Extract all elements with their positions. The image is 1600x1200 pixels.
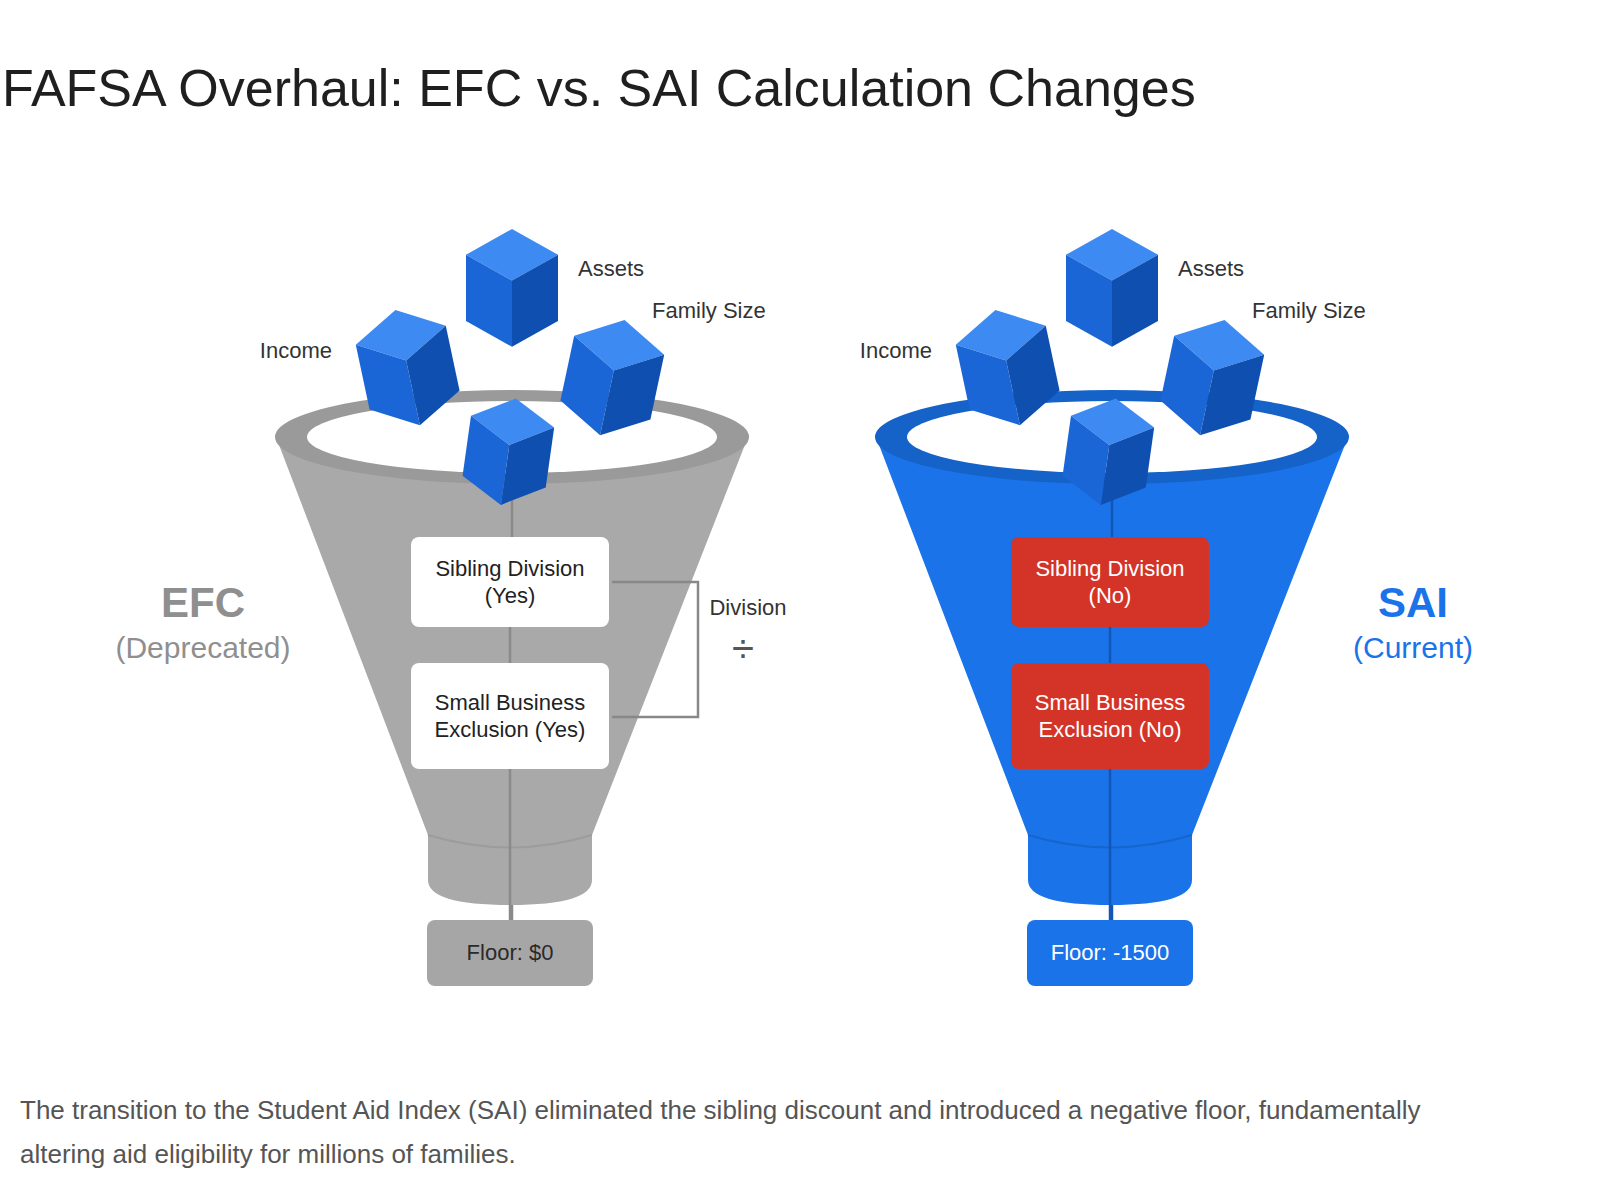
node-text: Small Business Exclusion (Yes) [425, 689, 595, 744]
process-box: Small Business Exclusion (Yes) [411, 663, 609, 769]
input-label: Assets [578, 256, 644, 282]
cube-face [466, 255, 512, 347]
cube-face [600, 345, 664, 445]
cube-face [1001, 326, 1065, 426]
node-text: Small Business Exclusion (No) [1025, 689, 1195, 744]
cube-icon [950, 300, 1064, 434]
cube-icon [1066, 229, 1158, 347]
cube-face [1112, 255, 1158, 347]
caption-text: The transition to the Student Aid Index … [20, 1088, 1460, 1176]
data-cubes [350, 229, 1269, 511]
input-label: Family Size [1252, 298, 1366, 324]
input-label: Income [860, 338, 932, 364]
cube-face [512, 255, 558, 347]
cube-icon [466, 229, 558, 347]
input-label: Family Size [652, 298, 766, 324]
efc-funnel [275, 390, 749, 920]
cube-face [356, 335, 420, 435]
node-text: Sibling Division (Yes) [425, 555, 595, 610]
sai-funnel [875, 390, 1349, 920]
cube-icon [1059, 393, 1157, 511]
floor-box: Floor: $0 [427, 920, 593, 986]
cube-face [1101, 422, 1154, 511]
cube-face [1066, 255, 1112, 347]
cube-face [401, 326, 465, 426]
cube-icon [555, 310, 669, 444]
cube-icon [459, 393, 557, 511]
flow-line [509, 769, 512, 920]
input-label: Assets [1178, 256, 1244, 282]
cube-icon [1155, 310, 1269, 444]
flow-line [1109, 627, 1112, 663]
division-symbol: ÷ [732, 624, 754, 672]
process-box: Small Business Exclusion (No) [1011, 663, 1209, 769]
method-label: SAI [1378, 578, 1448, 628]
input-label: Income [260, 338, 332, 364]
diagram-title: FAFSA Overhaul: EFC vs. SAI Calculation … [2, 58, 1196, 118]
cube-face [501, 422, 554, 511]
flow-line [1109, 769, 1112, 920]
status-label: (Current) [1353, 630, 1473, 666]
method-label: EFC [161, 578, 245, 628]
node-text: Sibling Division (No) [1025, 555, 1195, 610]
node-text: Floor: -1500 [1051, 939, 1170, 967]
status-label: (Deprecated) [115, 630, 290, 666]
flow-line [509, 627, 512, 663]
node-text: Floor: $0 [467, 939, 554, 967]
floor-box: Floor: -1500 [1027, 920, 1193, 986]
cube-face [956, 335, 1020, 435]
cube-face [1200, 345, 1264, 445]
process-box: Sibling Division (No) [1011, 537, 1209, 627]
bracket-label: Division [709, 595, 786, 621]
process-box: Sibling Division (Yes) [411, 537, 609, 627]
cube-icon [350, 300, 464, 434]
